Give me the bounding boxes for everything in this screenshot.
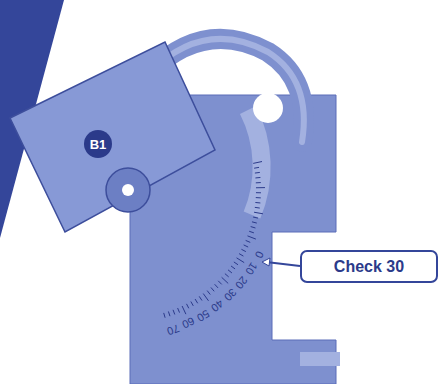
body-hole xyxy=(253,93,283,123)
node-text: Check 30 xyxy=(334,258,404,276)
scale-tick xyxy=(255,202,260,203)
scale-tick xyxy=(231,266,235,269)
pointer-mark xyxy=(262,258,270,266)
scale-tick xyxy=(244,245,249,247)
scale-tick xyxy=(255,172,260,174)
scale-tick xyxy=(253,162,262,164)
scale-tick xyxy=(254,167,259,169)
scale-tick xyxy=(253,217,258,218)
scale-tick xyxy=(207,291,210,295)
scale-tick xyxy=(252,222,257,223)
scale-tick xyxy=(247,236,255,239)
callout-box: Check 30 xyxy=(300,250,438,283)
scale-slot xyxy=(248,110,262,215)
scale-tick xyxy=(215,284,218,288)
scale-tick xyxy=(239,254,243,256)
scale-tick xyxy=(168,311,170,316)
scale-tick xyxy=(203,294,208,301)
scale-tick xyxy=(222,277,229,283)
scale-tick xyxy=(187,304,189,308)
pivot-hole xyxy=(122,184,134,196)
leader-line xyxy=(266,262,300,266)
scale-tick xyxy=(241,249,245,251)
scale-ticks xyxy=(164,162,265,318)
scale-tick xyxy=(256,192,261,193)
scale-tick xyxy=(191,302,193,306)
scale-tick xyxy=(164,313,165,318)
scale-tick xyxy=(182,306,186,314)
part-callout: B1 xyxy=(84,130,112,158)
scale-tick xyxy=(228,270,232,273)
scale-tick xyxy=(249,231,254,233)
bracket-plate xyxy=(10,42,215,232)
scale-tick xyxy=(178,308,180,313)
scale-tick xyxy=(255,207,260,209)
scale-tick xyxy=(255,177,260,178)
base-foot xyxy=(300,352,340,366)
scale-tick xyxy=(211,287,214,291)
pivot-hub xyxy=(106,168,150,212)
scale-tick xyxy=(246,240,251,242)
scale-tick xyxy=(199,296,202,300)
scale-tick xyxy=(225,274,229,277)
scale-tick xyxy=(237,258,245,263)
scale-tick xyxy=(234,262,238,265)
scale-tick xyxy=(254,212,263,214)
scale-tick xyxy=(256,182,261,183)
scale-tick xyxy=(256,197,261,198)
scale-tick xyxy=(195,299,198,303)
scale-tick xyxy=(256,187,265,188)
scale-tick xyxy=(218,281,222,285)
scale-tick xyxy=(173,310,175,315)
scale-tick xyxy=(251,227,256,228)
node-text: B1 xyxy=(90,137,107,152)
